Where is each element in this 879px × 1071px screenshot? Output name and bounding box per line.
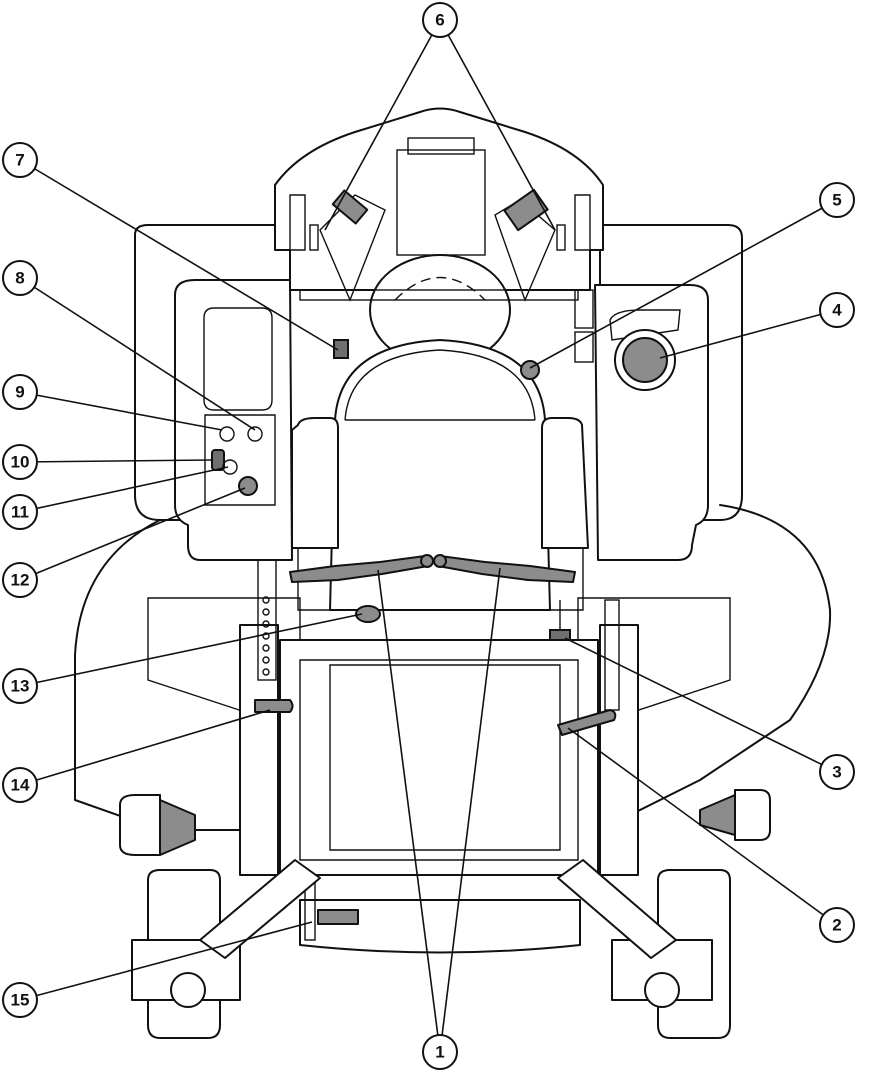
left-fender	[174, 279, 293, 561]
svg-text:15: 15	[11, 991, 30, 1010]
svg-text:7: 7	[15, 151, 24, 170]
front-caster-right	[557, 859, 731, 1039]
hour-meter	[333, 339, 349, 359]
callout-5: 5	[819, 182, 855, 218]
callout-10: 10	[2, 444, 38, 480]
control-panel	[204, 414, 276, 506]
callout-9: 9	[2, 374, 38, 410]
callout-6: 6	[422, 2, 458, 38]
svg-text:8: 8	[15, 269, 24, 288]
operator-seat	[291, 339, 589, 611]
svg-text:13: 13	[11, 677, 30, 696]
steering-lever-left	[289, 554, 434, 583]
svg-text:11: 11	[11, 503, 29, 522]
svg-text:12: 12	[11, 571, 30, 590]
callout-11: 11	[2, 494, 38, 530]
leader-lines	[19, 19, 838, 1053]
frame-top	[299, 289, 594, 363]
callout-8: 8	[2, 260, 38, 296]
callout-7: 7	[2, 142, 38, 178]
svg-text:3: 3	[832, 763, 841, 782]
fuel-cap	[609, 309, 681, 391]
svg-text:14: 14	[11, 776, 30, 795]
callout-14: 14	[2, 767, 38, 803]
seat-adjust-handle	[355, 605, 381, 623]
right-fender	[594, 284, 709, 561]
svg-text:5: 5	[832, 191, 841, 210]
cutting-height-rail	[254, 559, 294, 713]
spring-assembly	[557, 599, 620, 736]
callout-15: 15	[2, 982, 38, 1018]
chassis	[74, 504, 832, 954]
callout-1: 1	[422, 1034, 458, 1070]
front-caster-left	[131, 859, 321, 1039]
svg-text:1: 1	[435, 1043, 444, 1062]
anti-scalp-roller-left	[119, 794, 196, 856]
callout-4: 4	[819, 292, 855, 328]
callout-3: 3	[819, 754, 855, 790]
svg-text:10: 10	[11, 453, 30, 472]
callout-13: 13	[2, 668, 38, 704]
callout-2: 2	[819, 907, 855, 943]
svg-text:4: 4	[832, 301, 842, 320]
svg-text:9: 9	[15, 383, 24, 402]
svg-text:2: 2	[832, 916, 841, 935]
engine-area	[274, 107, 604, 366]
steering-lever-right	[433, 554, 576, 583]
svg-text:6: 6	[435, 11, 444, 30]
deck-height-adjust	[549, 600, 571, 641]
callout-12: 12	[2, 562, 38, 598]
